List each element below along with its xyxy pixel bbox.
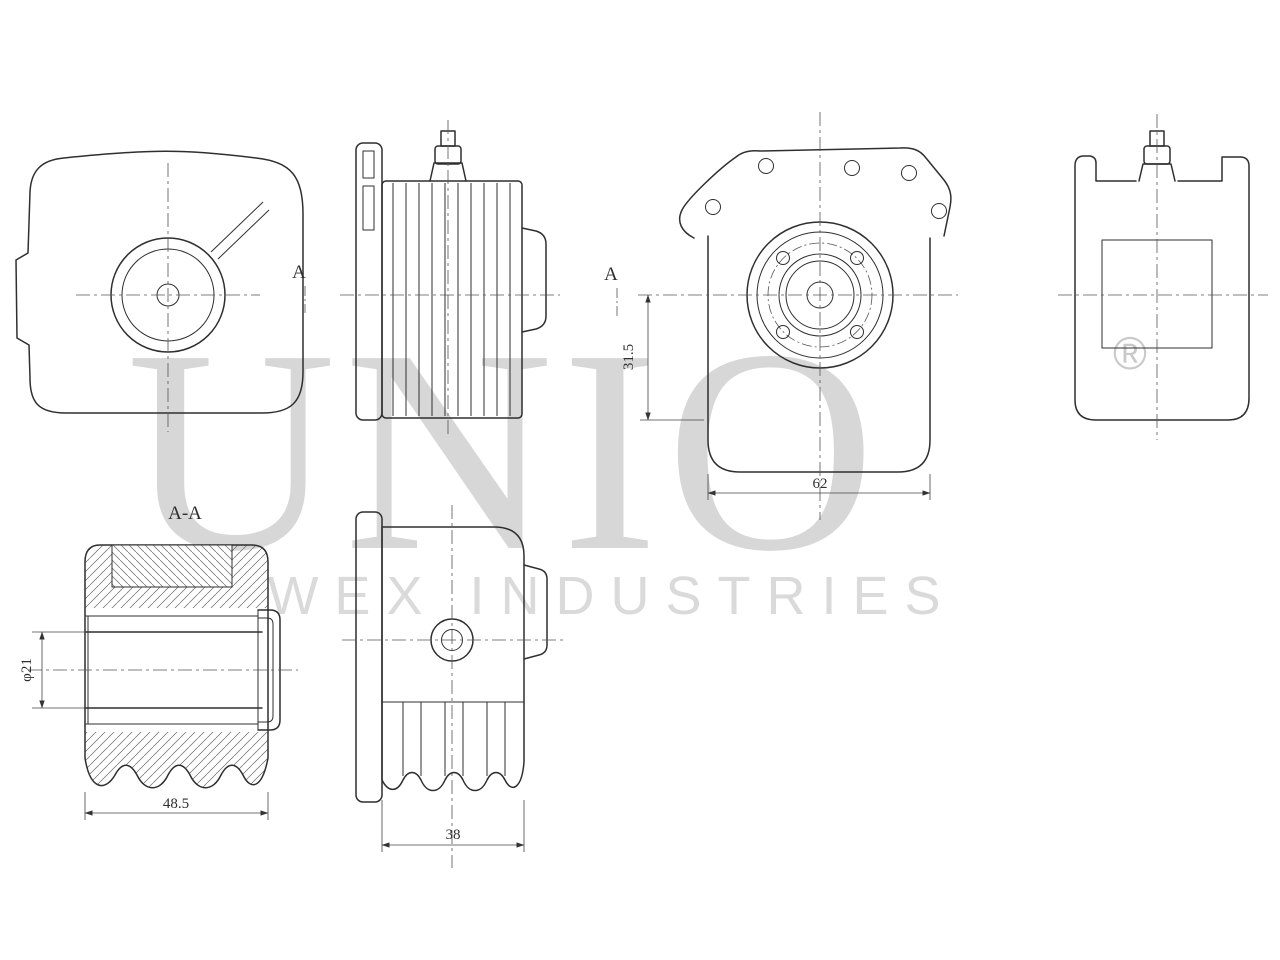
dim-text-phi-21: φ21: [19, 658, 35, 682]
top-slot: [111, 544, 233, 588]
dimension-62: 62: [707, 474, 931, 500]
view-side-bellows: 38: [342, 505, 566, 868]
view-section-aa: A-A φ21: [19, 503, 298, 820]
view-side-ribbed: [340, 120, 560, 438]
watermark-subtitle-text: WEX INDUSTRIES: [267, 566, 956, 626]
bellows-lines: [382, 701, 524, 776]
view-side-right: [1058, 114, 1268, 440]
dim-text-38: 38: [446, 827, 461, 843]
section-view-label: A-A: [168, 503, 202, 524]
rib-lines: [392, 183, 511, 416]
watermark: UNIO WEX INDUSTRIES ®: [127, 290, 1147, 626]
dimension-48-5: 48.5: [84, 792, 269, 820]
dim-text-48-5: 48.5: [163, 796, 189, 812]
dimension-31-5: 31.5: [621, 294, 704, 421]
section-marker-a-right: A: [604, 264, 618, 285]
registered-trademark-icon: ®: [1113, 327, 1147, 379]
dim-text-62: 62: [813, 476, 828, 492]
dimension-38: 38: [381, 800, 525, 852]
dimension-phi-21: φ21: [19, 631, 86, 709]
section-marker-a-left: A: [292, 262, 306, 283]
dim-text-31-5: 31.5: [621, 344, 637, 370]
view-front-left: A: [15, 150, 306, 432]
view-front-bracket: A 31.5 62: [604, 112, 958, 520]
